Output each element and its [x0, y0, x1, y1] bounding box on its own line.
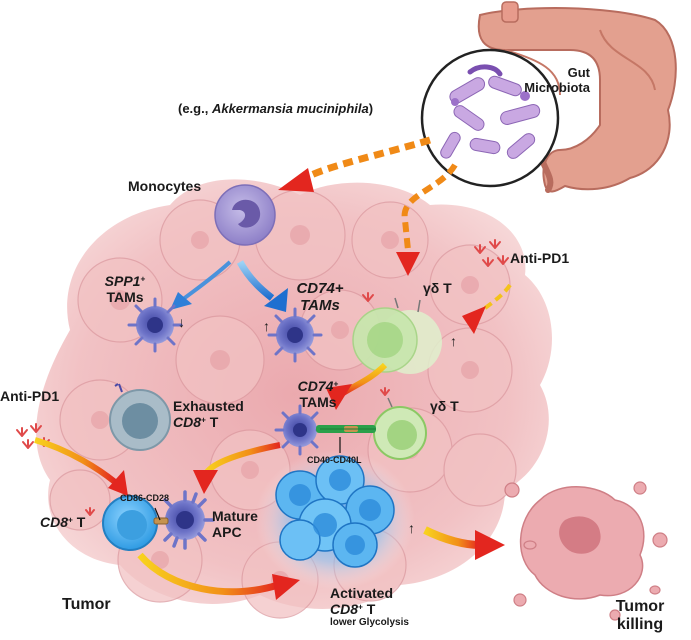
- gd-t-top-label: γδ T: [423, 280, 452, 296]
- gd-t-up-arrow: ↑: [450, 333, 457, 349]
- activated-up-arrow: ↑: [408, 520, 415, 536]
- monocyte-differentiation-arrows: [170, 260, 288, 312]
- anti-pd1-top-label: Anti-PD1: [510, 250, 570, 266]
- tumor-killing-debris: [504, 481, 668, 621]
- mature-apc-label: Mature APC: [212, 508, 258, 541]
- spp1-tams-label: SPP1+ TAMs: [104, 273, 146, 306]
- exhausted-cd8-label: Exhausted CD8+ T: [173, 398, 244, 431]
- microbiota-example-label: (e.g., Akkermansia muciniphila): [178, 101, 374, 116]
- cd74-tams-mid-label: CD74+ TAMs: [297, 378, 339, 411]
- gut-microbiota-label: Gut Microbiota: [524, 65, 590, 95]
- cd8-t-label: CD8+ T: [40, 514, 86, 530]
- monocytes-label: Monocytes: [128, 178, 202, 194]
- spp1-down-arrow: ↓: [178, 314, 185, 330]
- activated-cd8-cluster: [255, 450, 415, 590]
- cd74-tams-top-label: CD74+ TAMs: [296, 280, 344, 315]
- cd40-cd40l-connector: [316, 425, 376, 433]
- exhausted-cd8-cell: [109, 383, 171, 451]
- microbiota-circle: [420, 48, 560, 188]
- cd8-t-cell: [102, 495, 169, 551]
- label-leader-lines: [154, 437, 341, 521]
- cd40-cd40l-label: CD40-CD40L: [307, 455, 362, 465]
- activated-cd8-label: Activated CD8+ T lower Glycolysis: [330, 585, 409, 629]
- mature-apc-cell: [155, 490, 215, 550]
- gd-t-mid-label: γδ T: [430, 398, 459, 414]
- tumor-label: Tumor: [62, 596, 111, 613]
- tam-cells: [127, 297, 326, 456]
- microbiota-dashed-arrows: [278, 136, 512, 334]
- anti-pd1-left-label: Anti-PD1: [0, 388, 60, 404]
- gamma-delta-t-cells: [352, 297, 442, 460]
- activation-arrows: [34, 362, 505, 600]
- cd74-up-arrow: ↑: [263, 318, 270, 334]
- gut-illustration: [477, 1, 677, 193]
- monocyte-cell: [214, 184, 276, 246]
- cd86-cd28-label: CD86-CD28: [120, 493, 170, 503]
- tumor-killing-label: Tumor killing: [615, 598, 665, 634]
